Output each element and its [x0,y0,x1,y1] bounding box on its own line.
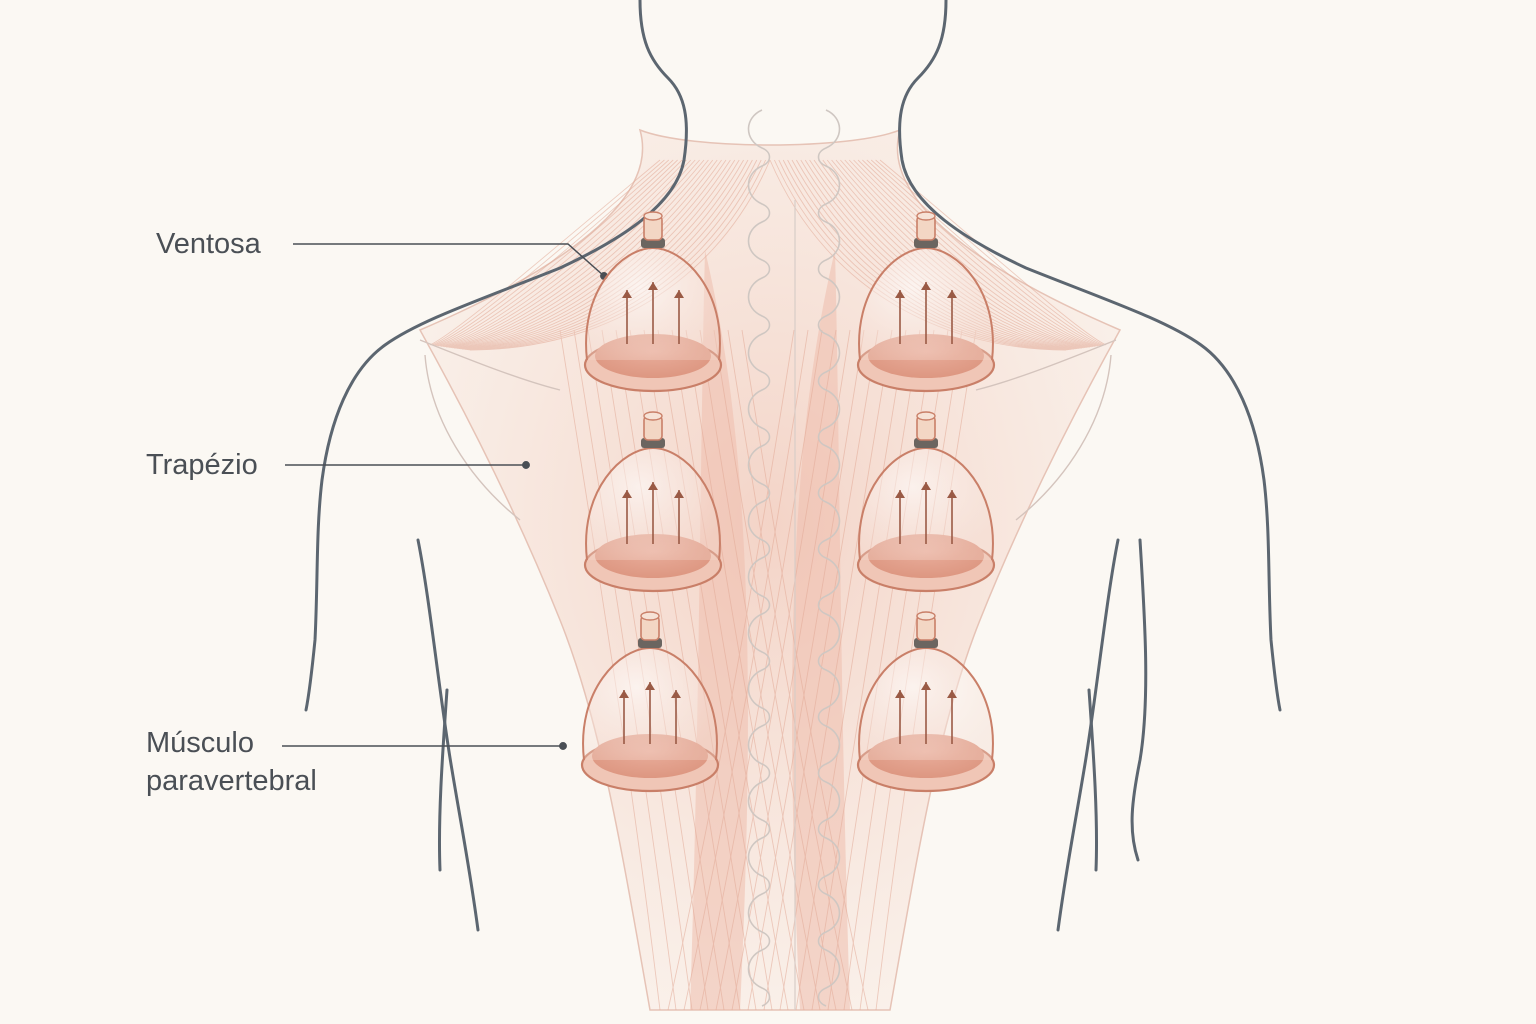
fiber-line [667,329,795,1011]
right-paravertebral-muscle [792,250,850,1010]
suction-arrow-head [921,482,931,490]
left-arm-lower-outline [437,688,449,872]
label-musculo-paravertebral: Músculo paravertebral [146,724,317,800]
fiber-line [853,159,1097,347]
fiber-line [699,329,821,1011]
suction-arrow-head [622,290,632,298]
fiber-line [699,329,823,1011]
label-trapezio: Trapézio [146,449,258,481]
fiber-line [859,329,963,1011]
suction-arrow-head [947,690,957,698]
right-arm-lower-outline [1087,688,1099,872]
fiber-line [452,159,722,349]
suction-arrow-head [648,482,658,490]
left-arm-inner-outline [416,538,480,932]
label-musculo-line2: paravertebral [146,765,317,797]
suction-arrow-head [921,682,931,690]
cup-valve-top [916,411,936,421]
suction-arrow-head [895,490,905,498]
fiber-line [671,329,789,1011]
fiber-line [445,159,705,348]
suction-arrow-head [648,282,658,290]
fiber-line [559,329,661,1011]
cup-left-1 [583,211,723,393]
suction-arrow-head [895,690,905,698]
suction-arrow-head [895,290,905,298]
suction-arrow-head [947,290,957,298]
musculo-leader-dot [559,742,567,750]
cup-left-2 [583,411,723,593]
fiber-line [441,159,692,347]
fiber-line [731,329,851,1011]
trapezio-leader-dot [522,461,530,469]
fiber-line [429,159,661,346]
fiber-line [862,159,1100,347]
label-ventosa: Ventosa [156,228,261,260]
fiber-line [848,159,1095,347]
fiber-line [844,159,1094,348]
neck-right-outline [898,0,1282,712]
fiber-line [449,159,714,348]
suction-arrow-head [674,490,684,498]
cup-valve-top [916,611,936,621]
cup-right-3 [856,611,996,793]
fiber-line [727,329,853,1011]
cup-valve-top [916,211,936,221]
suction-arrow-head [674,290,684,298]
cup-valve-top [643,411,663,421]
label-musculo-line1: Músculo [146,727,254,759]
fiber-line [442,159,696,348]
spine-left-edge [747,109,771,1007]
body-outline [304,0,1282,932]
fiber-line [455,159,731,349]
cup-left-3 [580,611,720,793]
fiber-line [437,159,683,347]
fiber-line [685,329,805,1011]
right-arm-inner-outline [1056,538,1120,932]
suction-arrow-head [921,282,931,290]
fiber-line [434,159,674,347]
suction-arrow-head [671,690,681,698]
fiber-line [795,329,907,1011]
fiber-line [587,329,693,1011]
fiber-line [450,159,718,349]
neck-left-outline [304,0,688,712]
suction-arrow-head [947,490,957,498]
cup-right-2 [856,411,996,593]
fiber-line [447,159,709,348]
cups-group [580,211,996,793]
suction-arrow-head [645,682,655,690]
cup-valve-top [640,611,660,621]
spine [747,109,841,1010]
fiber-line [866,159,1102,347]
fiber-line [439,159,687,347]
fiber-line [433,159,670,346]
fiber-line [857,159,1099,347]
ventosa-leader-line [293,243,605,277]
fiber-line [713,329,837,1011]
spine-right-edge [817,109,841,1007]
left-scapula-outline [419,339,561,521]
fiber-line [573,329,677,1011]
suction-arrow-head [622,490,632,498]
fiber-line [870,159,1103,346]
left-paravertebral-muscle [690,250,748,1010]
cup-valve-top [643,211,663,221]
fiber-line [879,159,1107,346]
fiber-line [629,329,741,1011]
cup-right-1 [856,211,996,393]
fiber-line [453,159,727,349]
right-scapula-outline [975,339,1117,521]
right-side-waist-outline [1130,538,1148,862]
fiber-line [715,329,837,1011]
fiber-line [436,159,678,347]
suction-arrow-head [619,690,629,698]
fiber-line [747,329,865,1011]
